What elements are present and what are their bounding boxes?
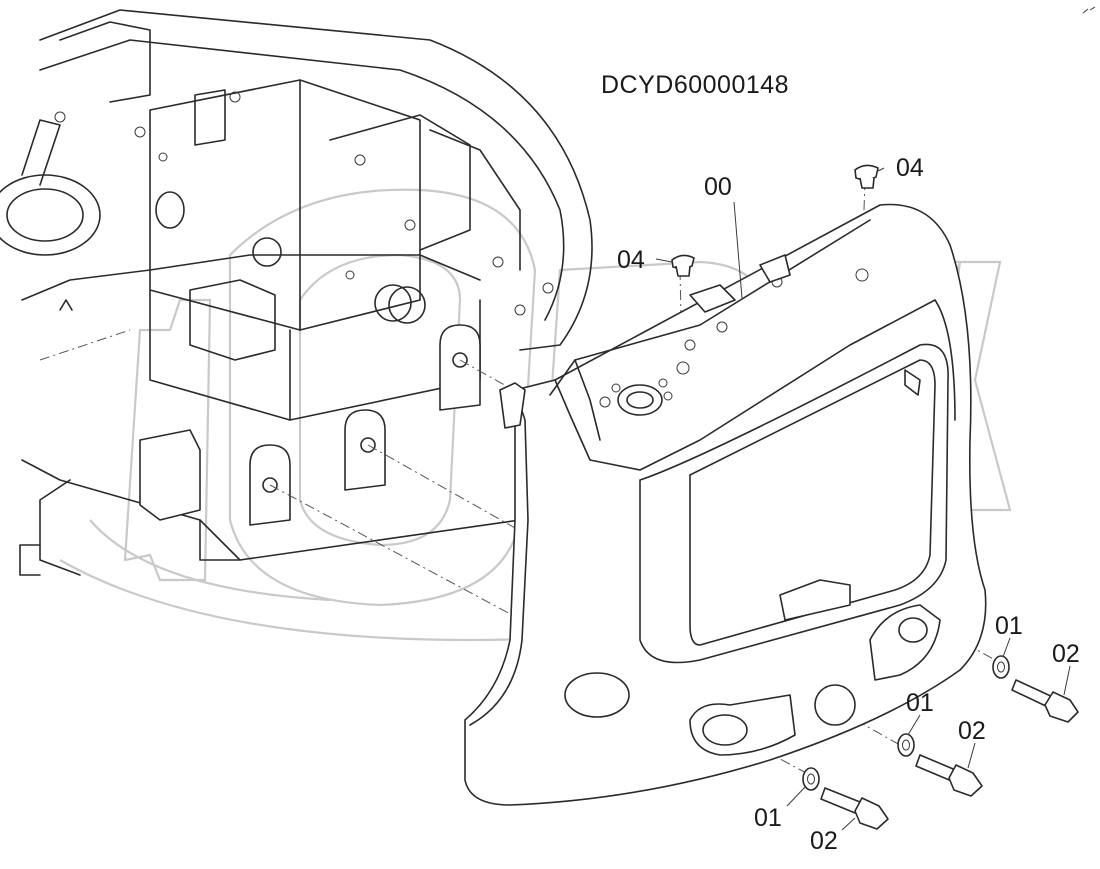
callout-00: 00 (704, 173, 732, 201)
diagram-code: DCYD60000148 (601, 71, 789, 99)
corner-mark (1082, 6, 1096, 14)
callout-01-right: 01 (995, 612, 1023, 640)
callout-02-left: 02 (810, 827, 838, 855)
washer-01-right (992, 655, 1010, 679)
callout-04-lower: 04 (617, 246, 645, 274)
fasteners (671, 164, 1079, 830)
counterweight (464, 203, 987, 806)
plug-04-lower (671, 254, 695, 277)
bolt-02-middle (915, 754, 983, 797)
callout-02-right: 02 (1052, 640, 1080, 668)
upper-frame (0, 9, 593, 576)
callout-02-middle: 02 (958, 717, 986, 745)
callout-04-upper: 04 (896, 154, 924, 182)
washer-01-left (802, 767, 820, 791)
callout-01-middle: 01 (906, 689, 934, 717)
bolt-02-left (820, 787, 889, 830)
leader-lines (655, 167, 1071, 831)
plug-04-upper (854, 164, 879, 189)
washer-01-middle (897, 733, 915, 757)
bolt-02-right (1011, 679, 1079, 723)
callout-01-left: 01 (754, 804, 782, 832)
